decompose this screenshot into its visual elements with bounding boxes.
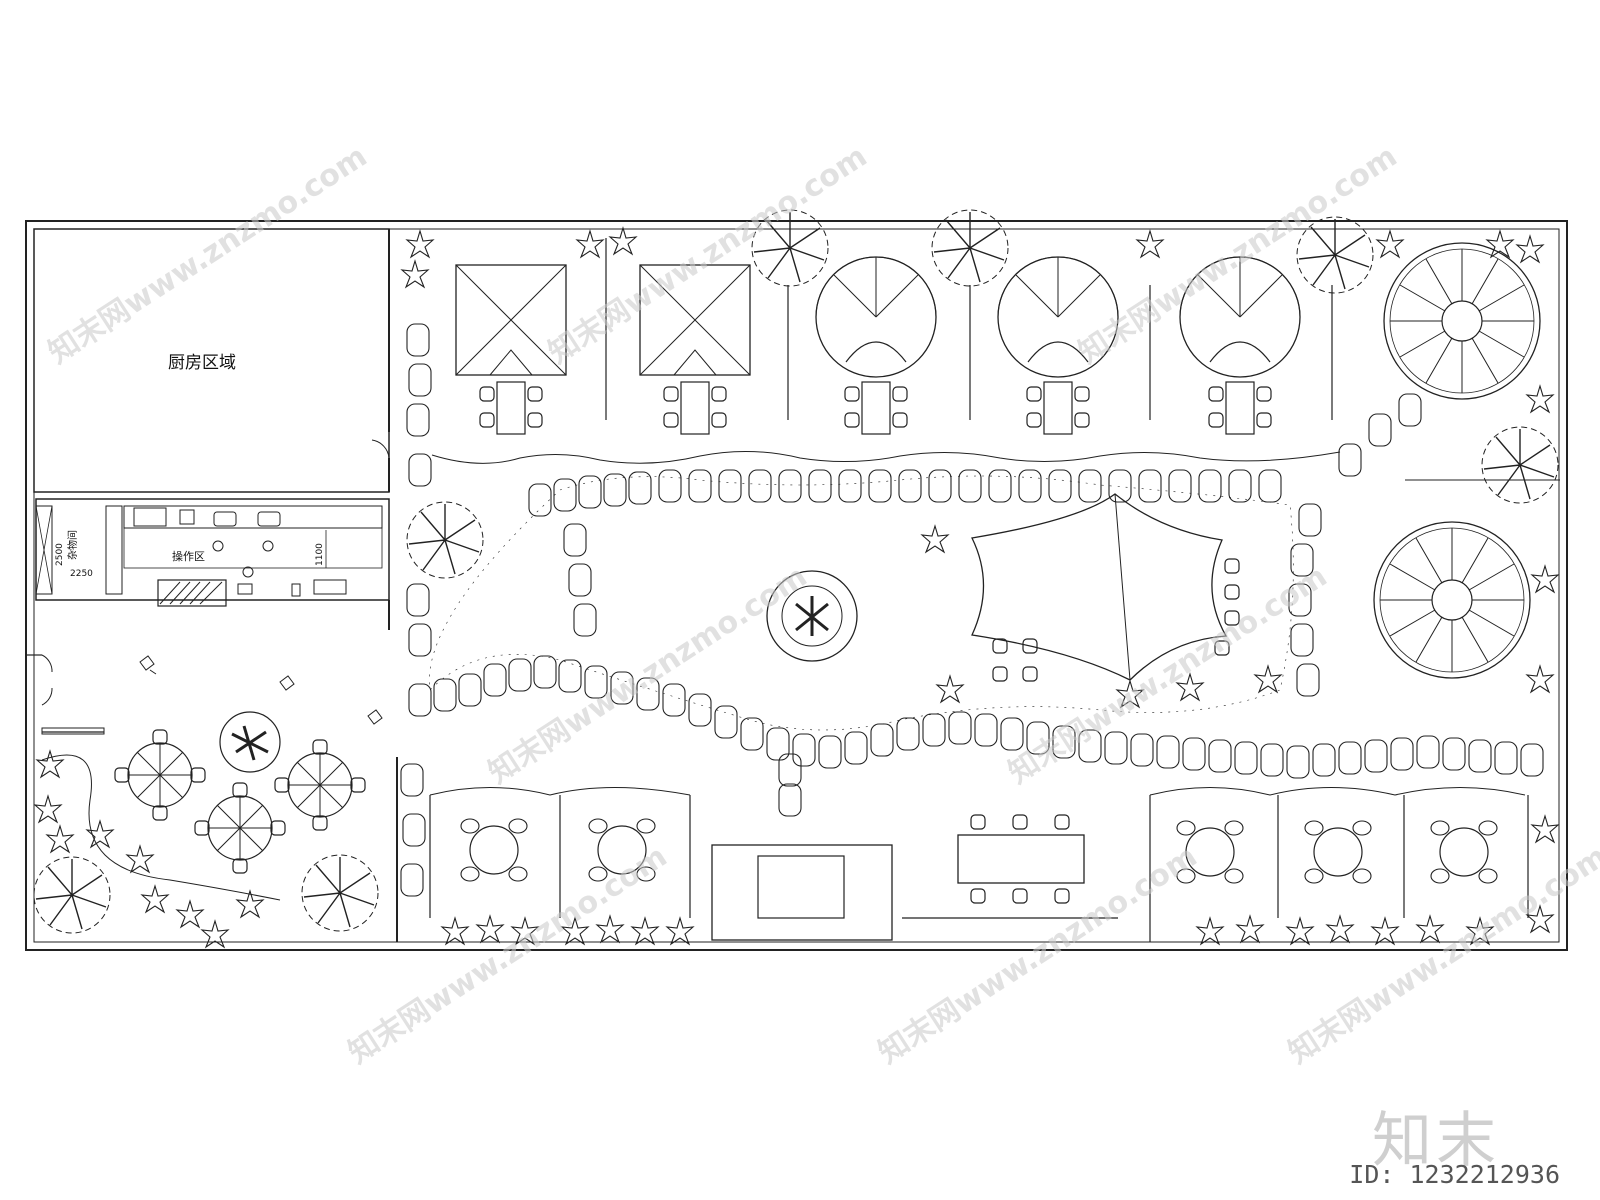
- stepping-stone-path: [400, 323, 1544, 897]
- storage-label: 杂物间: [66, 530, 79, 560]
- fire-pit-small: [219, 711, 281, 773]
- shade-canopy: [971, 493, 1240, 682]
- dim-2500: 2500: [55, 543, 65, 566]
- prep-area-label: 操作区: [172, 549, 205, 563]
- brand-logo-text: 知末: [1372, 1106, 1500, 1176]
- string-lights-top: [431, 450, 1341, 464]
- top-tents: [401, 209, 1559, 579]
- kitchen-area-label: 厨房区域: [168, 353, 236, 373]
- prep-zone: 操作区 杂物间 2500 2250 1100: [35, 498, 390, 607]
- fire-pit-central: [766, 570, 858, 662]
- site-boundary: [25, 220, 1568, 951]
- image-id: ID: 1232212936: [1349, 1160, 1560, 1189]
- dim-2250: 2250: [70, 569, 93, 579]
- entrance-door: [26, 654, 105, 735]
- long-table: [957, 834, 1085, 884]
- left-courtyard: [33, 655, 383, 948]
- bottom-seating: [429, 385, 1559, 945]
- central-plaza: [429, 475, 1294, 731]
- kitchen-zone: 厨房区域: [33, 228, 390, 493]
- dim-1100: 1100: [315, 543, 325, 566]
- square-tent-1: [455, 264, 567, 376]
- stage-frame: [711, 844, 893, 941]
- square-tent-2: [639, 264, 751, 376]
